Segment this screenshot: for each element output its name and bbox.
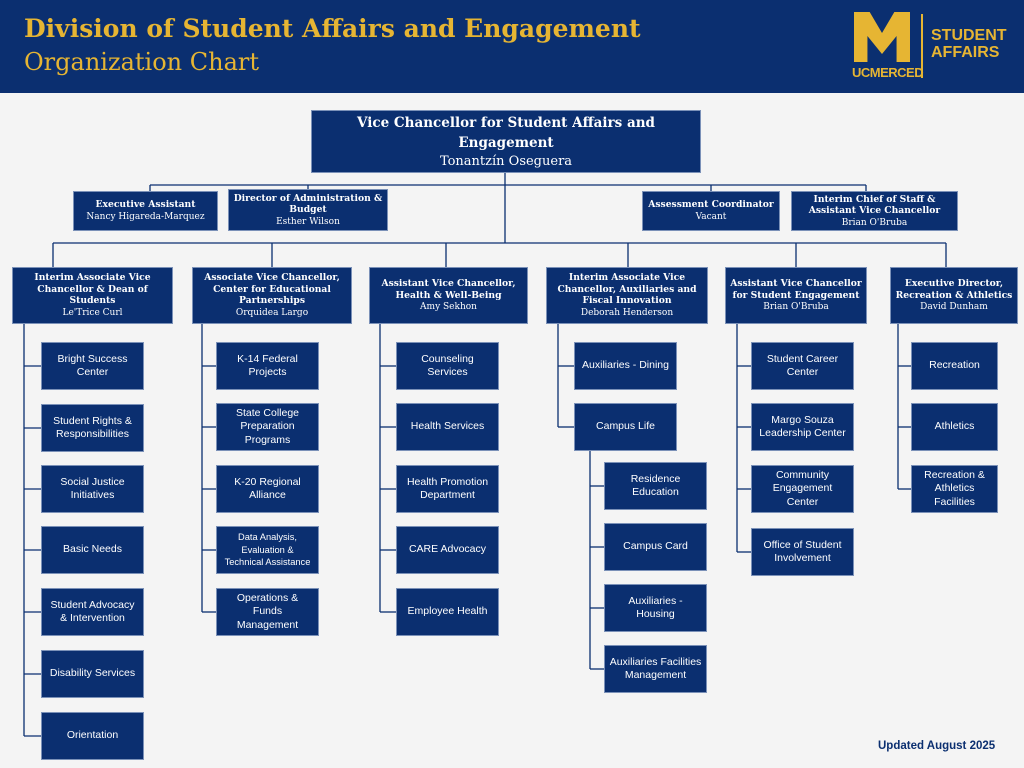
assessment-coordinator-box: Assessment Coordinator Vacant bbox=[642, 191, 780, 231]
unit-box: Campus Life bbox=[574, 403, 677, 451]
ucmerced-logo: UCMERCED bbox=[852, 12, 924, 82]
unit-box: Office of Student Involvement bbox=[751, 528, 854, 576]
unit-box: Health Services bbox=[396, 403, 499, 451]
unit-box: Margo Souza Leadership Center bbox=[751, 403, 854, 451]
unit-box: State College Preparation Programs bbox=[216, 403, 319, 451]
executive-assistant-box: Executive Assistant Nancy Higareda-Marqu… bbox=[73, 191, 218, 231]
unit-box: Orientation bbox=[41, 712, 144, 760]
box-title: Vice Chancellor for Student Affairs and … bbox=[357, 114, 655, 151]
header-banner: Division of Student Affairs and Engageme… bbox=[0, 0, 1024, 93]
subunit-box: Auxiliaries Facilities Management bbox=[604, 645, 707, 693]
unit-box: Basic Needs bbox=[41, 526, 144, 574]
box-name: Deborah Henderson bbox=[580, 307, 674, 318]
division-student-engagement-box: Assistant Vice Chancellor for Student En… bbox=[725, 267, 867, 324]
box-title: Assistant Vice Chancellor for Student En… bbox=[730, 278, 862, 301]
subunit-box: Residence Education bbox=[604, 462, 707, 510]
subunit-box: Auxiliaries - Housing bbox=[604, 584, 707, 632]
unit-box: Disability Services bbox=[41, 650, 144, 698]
box-title: Associate Vice Chancellor, Center for Ed… bbox=[204, 272, 340, 307]
box-name: Esther Wilson bbox=[276, 216, 340, 227]
box-title: Assistant Vice Chancellor, Health & Well… bbox=[381, 278, 516, 301]
box-title: Executive Assistant bbox=[95, 199, 196, 211]
unit-box: Social Justice Initiatives bbox=[41, 465, 144, 513]
division-educational-partnerships-box: Associate Vice Chancellor, Center for Ed… bbox=[192, 267, 352, 324]
unit-box: CARE Advocacy bbox=[396, 526, 499, 574]
unit-box: Operations & Funds Management bbox=[216, 588, 319, 636]
logo-text: UCMERCED bbox=[852, 65, 924, 80]
box-title: Interim Associate Vice Chancellor, Auxil… bbox=[557, 272, 697, 307]
unit-box: Student Career Center bbox=[751, 342, 854, 390]
division-recreation-athletics-box: Executive Director, Recreation & Athleti… bbox=[890, 267, 1018, 324]
box-name: Vacant bbox=[695, 211, 727, 222]
unit-box: Data Analysis, Evaluation & Technical As… bbox=[216, 526, 319, 574]
division-dean-of-students-box: Interim Associate Vice Chancellor & Dean… bbox=[12, 267, 173, 324]
unit-box: Employee Health bbox=[396, 588, 499, 636]
box-name: Brian O'Bruba bbox=[841, 217, 908, 228]
page-title: Division of Student Affairs and Engageme… bbox=[24, 14, 641, 43]
box-name: Brian O'Bruba bbox=[763, 302, 829, 312]
box-name: David Dunham bbox=[920, 302, 988, 312]
unit-box: Recreation bbox=[911, 342, 998, 390]
unit-box: Recreation & Athletics Facilities bbox=[911, 465, 998, 513]
unit-box: K-20 Regional Alliance bbox=[216, 465, 319, 513]
unit-box: Counseling Services bbox=[396, 342, 499, 390]
box-title: Director of Administration & Budget bbox=[233, 192, 383, 216]
box-name: Nancy Higareda-Marquez bbox=[86, 211, 205, 222]
box-name: Tonantzín Oseguera bbox=[439, 153, 573, 169]
page-subtitle: Organization Chart bbox=[24, 48, 260, 76]
vice-chancellor-box: Vice Chancellor for Student Affairs and … bbox=[311, 110, 701, 173]
chief-of-staff-box: Interim Chief of Staff & Assistant Vice … bbox=[791, 191, 958, 231]
box-title: Executive Director, Recreation & Athleti… bbox=[895, 278, 1013, 301]
box-name: Amy Sekhon bbox=[420, 302, 477, 312]
box-name: Orquidea Largo bbox=[235, 307, 309, 318]
box-name: Le'Trice Curl bbox=[62, 307, 123, 318]
unit-box: Auxiliaries - Dining bbox=[574, 342, 677, 390]
director-administration-box: Director of Administration & Budget Esth… bbox=[228, 189, 388, 231]
unit-box: Student Rights & Responsibilities bbox=[41, 404, 144, 452]
unit-box: Community Engagement Center bbox=[751, 465, 854, 513]
box-title: Interim Chief of Staff & Assistant Vice … bbox=[808, 193, 941, 217]
unit-box: K-14 Federal Projects bbox=[216, 342, 319, 390]
unit-box: Student Advocacy & Intervention bbox=[41, 588, 144, 636]
box-title: Assessment Coordinator bbox=[648, 199, 774, 211]
logo-divider bbox=[921, 14, 923, 78]
unit-box: Athletics bbox=[911, 403, 998, 451]
division-auxiliaries-box: Interim Associate Vice Chancellor, Auxil… bbox=[546, 267, 708, 324]
unit-box: Health Promotion Department bbox=[396, 465, 499, 513]
updated-date: Updated August 2025 bbox=[878, 740, 996, 752]
subunit-box: Campus Card bbox=[604, 523, 707, 571]
unit-box: Bright Success Center bbox=[41, 342, 144, 390]
box-title: Interim Associate Vice Chancellor & Dean… bbox=[34, 272, 151, 307]
division-health-well-being-box: Assistant Vice Chancellor, Health & Well… bbox=[369, 267, 528, 324]
